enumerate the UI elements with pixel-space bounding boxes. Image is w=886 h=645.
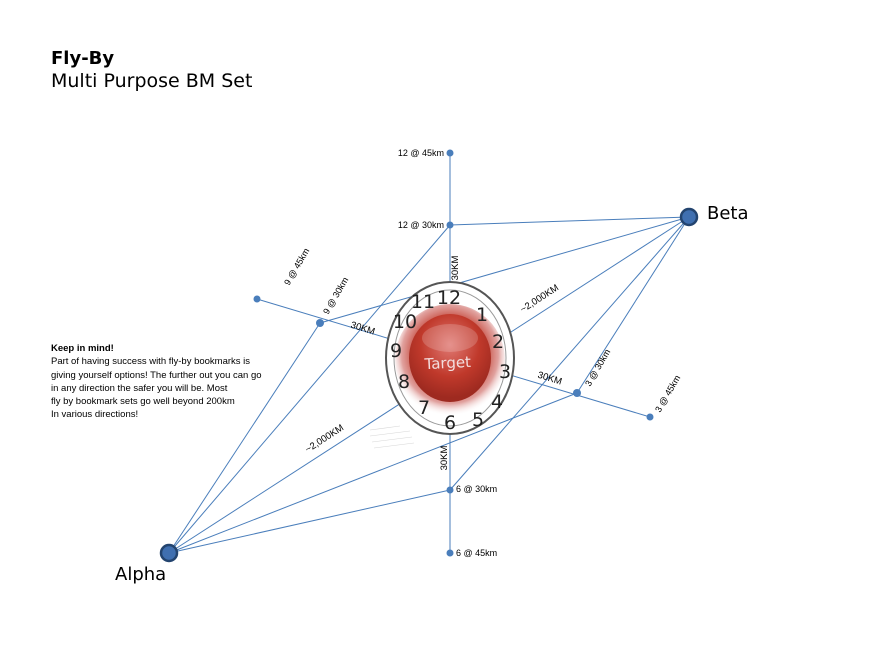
edge-beta-9-30: [319, 216, 690, 324]
note-line: Part of having success with fly-by bookm…: [51, 356, 251, 368]
distance-label-beta-target: ~2,000KM: [518, 282, 561, 315]
edge-alpha-3-30: [168, 392, 578, 554]
distance-label-3: 30KM: [536, 370, 563, 388]
point-12-45: [446, 149, 454, 157]
note-box: Keep in mind! Part of having success wit…: [51, 342, 291, 422]
clock-number-10: 10: [393, 311, 417, 333]
clock-number-6: 6: [444, 412, 456, 434]
clock-number-8: 8: [398, 371, 410, 393]
note-line: In various directions!: [51, 409, 139, 421]
point-label-12-45: 12 @ 45km: [398, 148, 444, 158]
point-3-30: [573, 389, 581, 397]
diagram-subtitle: Multi Purpose BM Set: [51, 70, 253, 92]
note-line: fly by bookmark sets go well beyond 200k…: [51, 396, 235, 408]
target-clock: Target 12 1 2 3 4 5 6 7 8 9 10 11: [369, 281, 515, 449]
edge-alpha-9-30: [168, 322, 321, 554]
note-heading: Keep in mind!: [51, 343, 114, 354]
major-nodes: Beta Alpha: [115, 203, 749, 585]
node-alpha: [159, 543, 179, 563]
diagram-title: Fly-By: [51, 48, 115, 69]
point-9-45: [253, 295, 261, 303]
edge-alpha-6-30: [168, 489, 451, 554]
point-3-45: [646, 413, 654, 421]
point-label-9-45: 9 @ 45km: [282, 246, 311, 287]
distance-label-6: 30KM: [439, 446, 450, 471]
clock-number-3: 3: [499, 361, 511, 383]
node-label-alpha: Alpha: [115, 564, 166, 585]
point-label-3-30: 3 @ 30km: [583, 347, 612, 388]
target-core: [409, 314, 491, 402]
clock-number-2: 2: [492, 331, 504, 353]
clock-number-7: 7: [418, 397, 430, 419]
point-6-30: [446, 486, 454, 494]
clock-number-9: 9: [390, 340, 402, 362]
edge-alpha-12-30: [168, 224, 451, 554]
target-label: Target: [423, 353, 471, 373]
point-label-3-45: 3 @ 45km: [653, 373, 682, 414]
target-highlight: [422, 324, 478, 352]
distance-label-9: 30KM: [349, 320, 376, 338]
point-6-45: [446, 549, 454, 557]
point-9-30: [316, 319, 324, 327]
point-12-30: [446, 221, 454, 229]
clock-inner-ring: [393, 289, 507, 427]
node-label-beta: Beta: [707, 203, 749, 224]
point-label-6-45: 6 @ 45km: [456, 548, 497, 558]
clock-number-12: 12: [437, 287, 461, 309]
connection-lines: [168, 153, 690, 554]
clock-number-1: 1: [476, 304, 488, 326]
point-label-12-30: 12 @ 30km: [398, 220, 444, 230]
edge-beta-3-30: [576, 216, 690, 394]
point-label-6-30: 6 @ 30km: [456, 484, 497, 494]
edge-beta-6-30: [449, 216, 690, 491]
note-line: giving yourself options! The further out…: [51, 369, 262, 381]
distance-label-12: 30KM: [450, 256, 461, 281]
distance-label-alpha-target: ~2,000KM: [303, 422, 346, 455]
faint-watermark: [369, 425, 415, 449]
edge-beta-12-30: [449, 216, 690, 226]
clock-number-4: 4: [491, 391, 503, 413]
clock-number-11: 11: [411, 291, 435, 313]
title-block: Fly-By Multi Purpose BM Set: [51, 48, 252, 92]
clock-number-5: 5: [472, 409, 484, 431]
point-label-9-30: 9 @ 30km: [321, 275, 350, 316]
node-beta: [679, 207, 699, 227]
note-line: in any direction the safer you will be. …: [51, 382, 228, 394]
